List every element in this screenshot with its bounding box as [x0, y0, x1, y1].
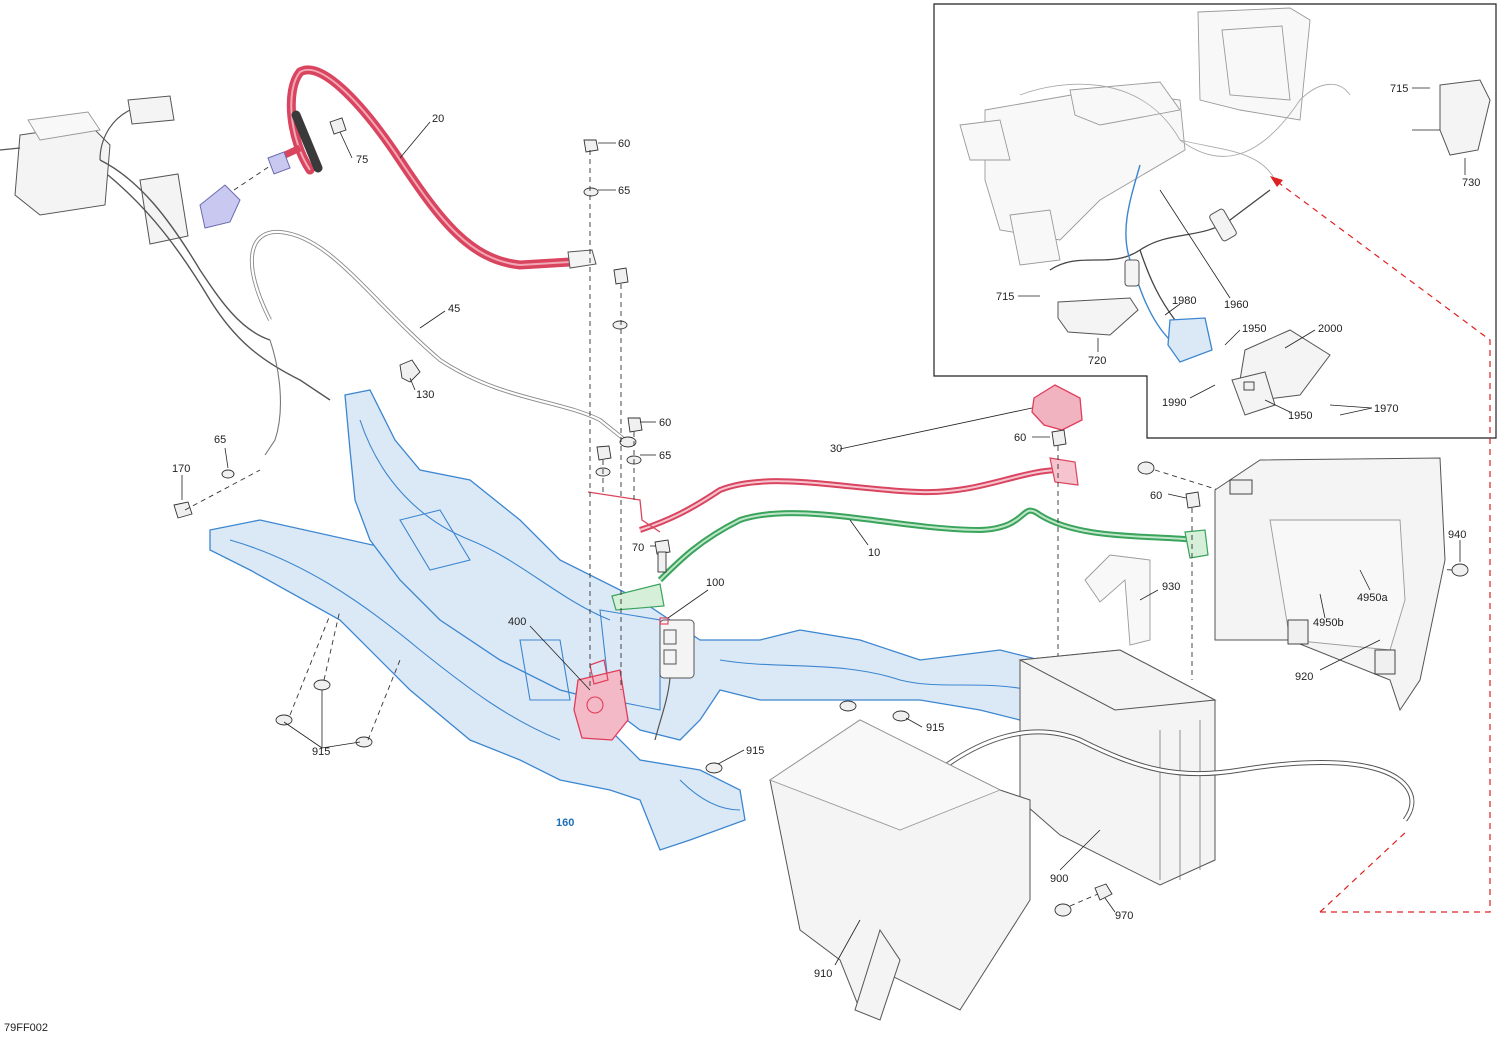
label-65: 65 [659, 450, 671, 462]
inset-switch-housing [1231, 329, 1331, 416]
label-60: 60 [1014, 432, 1026, 444]
ring-terminal-45 [619, 436, 637, 448]
label-730: 730 [1462, 177, 1480, 189]
label-100: 100 [706, 577, 724, 589]
label-1970: 1970 [1374, 403, 1398, 415]
label-1950: 1950 [1288, 410, 1312, 422]
label-920: 920 [1295, 671, 1313, 683]
label-170: 170 [172, 463, 190, 475]
inset-callout-arrow [1274, 179, 1491, 913]
cable-10 [611, 507, 1209, 611]
label-60: 60 [1150, 490, 1162, 502]
label-1980: 1980 [1172, 295, 1196, 307]
label-930: 930 [1162, 581, 1180, 593]
label-160: 160 [556, 817, 574, 829]
inset-callout-arrowhead [1270, 176, 1283, 187]
battery-900 [1018, 649, 1217, 886]
label-70: 70 [632, 542, 644, 554]
label-915: 915 [312, 746, 330, 758]
main-leaders [181, 121, 1461, 966]
label-2000: 2000 [1318, 323, 1342, 335]
label-400: 400 [508, 616, 526, 628]
inset-frame [933, 3, 1497, 439]
frame-bracket-160 [209, 389, 1061, 851]
nut-75 [329, 117, 347, 135]
label-65: 65 [214, 434, 226, 446]
label-10: 10 [868, 547, 880, 559]
cable-30 [587, 457, 1079, 533]
inset-leaders [1018, 87, 1466, 416]
label-4950a: 4950a [1357, 592, 1388, 604]
label-940: 940 [1448, 529, 1466, 541]
battery-box-910 [769, 719, 1031, 1021]
label-45: 45 [448, 303, 460, 315]
label-1960: 1960 [1224, 299, 1248, 311]
strap-930 [1084, 554, 1151, 646]
part-labels: 20 75 60 65 45 130 65 170 60 65 30 60 60… [172, 83, 1480, 980]
label-60: 60 [659, 417, 671, 429]
label-65: 65 [618, 185, 630, 197]
diagram-code: 79FF002 [4, 1022, 49, 1034]
label-1990: 1990 [1162, 397, 1186, 409]
cable-20 [268, 65, 597, 270]
main-wiring-harness [0, 95, 331, 456]
label-915: 915 [926, 722, 944, 734]
label-130: 130 [416, 389, 434, 401]
terminal-cap-red [1031, 384, 1083, 431]
label-720: 720 [1088, 355, 1106, 367]
label-30: 30 [830, 443, 842, 455]
connector-100 [654, 617, 695, 741]
inset-chassis [959, 7, 1351, 266]
inset-lamp-730 [1439, 79, 1491, 156]
inset-lamp-720 [1057, 297, 1139, 336]
cover-920 [1214, 457, 1446, 712]
label-715: 715 [996, 291, 1014, 303]
label-4950b: 4950b [1313, 617, 1344, 629]
clip-130 [399, 359, 421, 383]
terminal-boot [199, 184, 241, 229]
label-715: 715 [1390, 83, 1408, 95]
label-910: 910 [814, 968, 832, 980]
inset-harness [1049, 164, 1271, 363]
label-75: 75 [356, 154, 368, 166]
label-60: 60 [618, 138, 630, 150]
label-970: 970 [1115, 910, 1133, 922]
label-20: 20 [432, 113, 444, 125]
label-900: 900 [1050, 873, 1068, 885]
label-915: 915 [746, 745, 764, 757]
assembly-lines [184, 150, 1453, 907]
label-1950: 1950 [1242, 323, 1266, 335]
